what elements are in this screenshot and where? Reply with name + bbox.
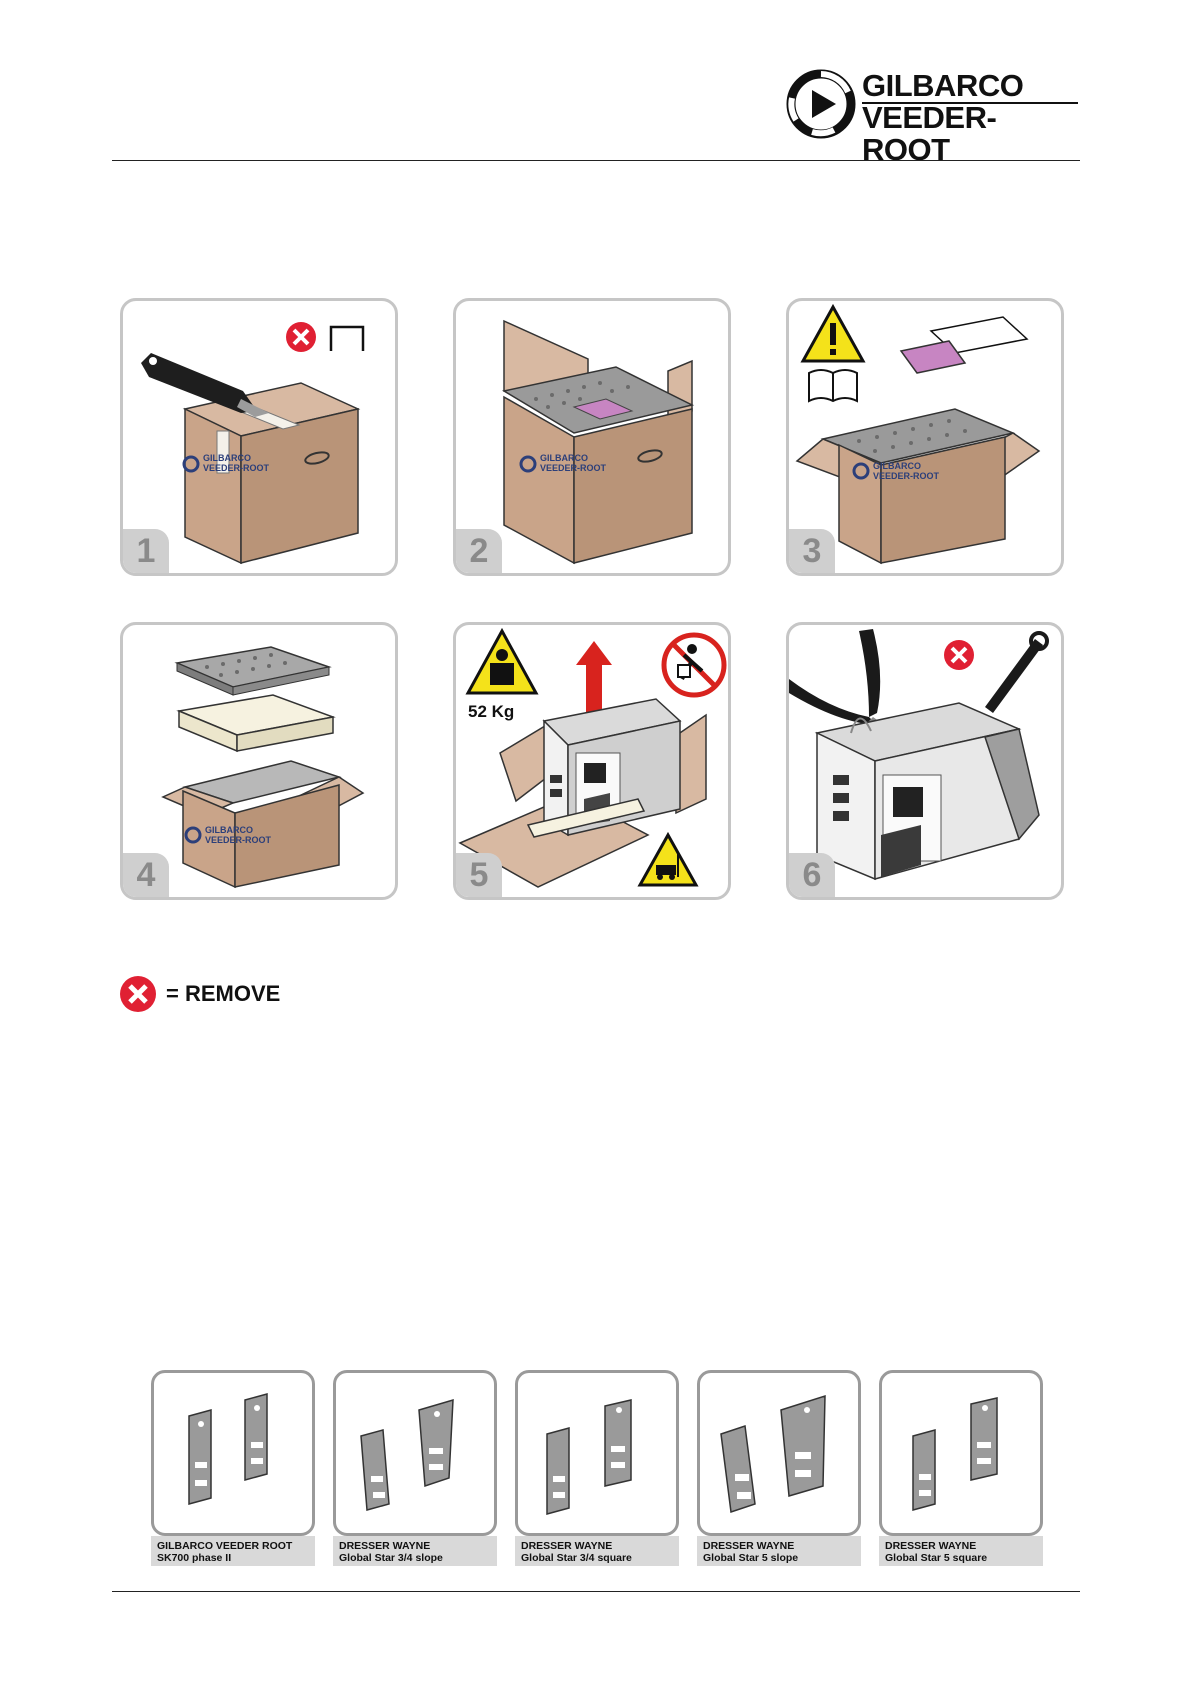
step-panel-4: GILBARCO VEEDER-ROOT 4 <box>120 622 398 900</box>
remove-legend: = REMOVE <box>118 974 280 1014</box>
wire-cutter-icon <box>789 679 877 725</box>
weight-label: 52 Kg <box>468 702 514 721</box>
box-logo-line-2: VEEDER-ROOT <box>203 463 270 473</box>
bracket-model: Global Star 3/4 slope <box>339 1552 443 1564</box>
box-logo-line-1: GILBARCO <box>873 461 921 471</box>
step-panel-1: GILBARCO VEEDER-ROOT 1 <box>120 298 398 576</box>
brand-underline <box>862 102 1078 104</box>
step-number: 3 <box>789 529 835 573</box>
bracket-pair-illustration <box>188 1393 268 1505</box>
bracket-card-5: DRESSER WAYNE Global Star 5 square <box>879 1370 1043 1566</box>
bracket-maker: DRESSER WAYNE <box>339 1540 431 1552</box>
bracket-pair-illustration <box>546 1399 632 1515</box>
bracket-model: SK700 phase II <box>157 1552 232 1564</box>
header-rule <box>112 160 1080 161</box>
brand-line-1: GILBARCO <box>862 68 1024 103</box>
bracket-maker: GILBARCO VEEDER ROOT <box>157 1540 293 1552</box>
brand-line-2: VEEDER-ROOT <box>862 100 997 167</box>
step-number: 4 <box>123 853 169 897</box>
step-number: 6 <box>789 853 835 897</box>
bracket-card-3: DRESSER WAYNE Global Star 3/4 square <box>515 1370 679 1566</box>
legend-label: = REMOVE <box>166 981 281 1006</box>
step-panel-2: GILBARCO VEEDER-ROOT 2 <box>453 298 731 576</box>
bracket-card-1: GILBARCO VEEDER ROOT SK700 phase II <box>151 1370 315 1566</box>
remove-x-icon <box>120 976 156 1012</box>
box-logo-line-1: GILBARCO <box>205 825 253 835</box>
bracket-model: Global Star 3/4 square <box>521 1552 632 1564</box>
bracket-model: Global Star 5 slope <box>703 1552 799 1564</box>
weight-warning-icon <box>465 627 539 695</box>
bracket-pair-illustration <box>360 1398 454 1511</box>
gvr-emblem-icon <box>786 69 856 139</box>
bracket-maker: DRESSER WAYNE <box>885 1540 977 1552</box>
forklift-warning-icon <box>637 831 699 887</box>
step-panel-6: 6 <box>786 622 1064 900</box>
bracket-card-4: DRESSER WAYNE Global Star 5 slope <box>697 1370 861 1566</box>
step-panel-3: GILBARCO VEEDER-ROOT 3 <box>786 298 1064 576</box>
cable-tie-icon <box>985 639 1043 713</box>
step-number: 1 <box>123 529 169 573</box>
footer-rule <box>112 1591 1080 1592</box>
bracket-maker: DRESSER WAYNE <box>703 1540 795 1552</box>
staple-icon <box>329 325 365 351</box>
step-number: 5 <box>456 853 502 897</box>
bracket-caption: GILBARCO VEEDER ROOT SK700 phase II <box>151 1536 315 1566</box>
box-logo-line-2: VEEDER-ROOT <box>873 471 940 481</box>
bracket-card-2: DRESSER WAYNE Global Star 3/4 slope <box>333 1370 497 1566</box>
box-logo-line-2: VEEDER-ROOT <box>540 463 607 473</box>
step-number: 2 <box>456 529 502 573</box>
bracket-model: Global Star 5 square <box>885 1552 988 1564</box>
bracket-caption: DRESSER WAYNE Global Star 5 square <box>879 1536 1043 1566</box>
bracket-pair-illustration <box>720 1394 826 1513</box>
lift-up-arrow-icon <box>576 641 612 723</box>
box-logo-line-2: VEEDER-ROOT <box>205 835 272 845</box>
box-logo-line-1: GILBARCO <box>540 453 588 463</box>
bracket-maker: DRESSER WAYNE <box>521 1540 613 1552</box>
brand-logo: GILBARCO VEEDER-ROOT <box>786 68 1080 166</box>
bracket-caption: DRESSER WAYNE Global Star 3/4 slope <box>333 1536 497 1566</box>
bracket-caption: DRESSER WAYNE Global Star 3/4 square <box>515 1536 679 1566</box>
bracket-pair-illustration <box>912 1397 998 1511</box>
step-panel-5: 52 Kg 5 <box>453 622 731 900</box>
box-logo-line-1: GILBARCO <box>203 453 251 463</box>
bracket-caption: DRESSER WAYNE Global Star 5 slope <box>697 1536 861 1566</box>
brand-wordmark: GILBARCO VEEDER-ROOT <box>862 70 1080 166</box>
